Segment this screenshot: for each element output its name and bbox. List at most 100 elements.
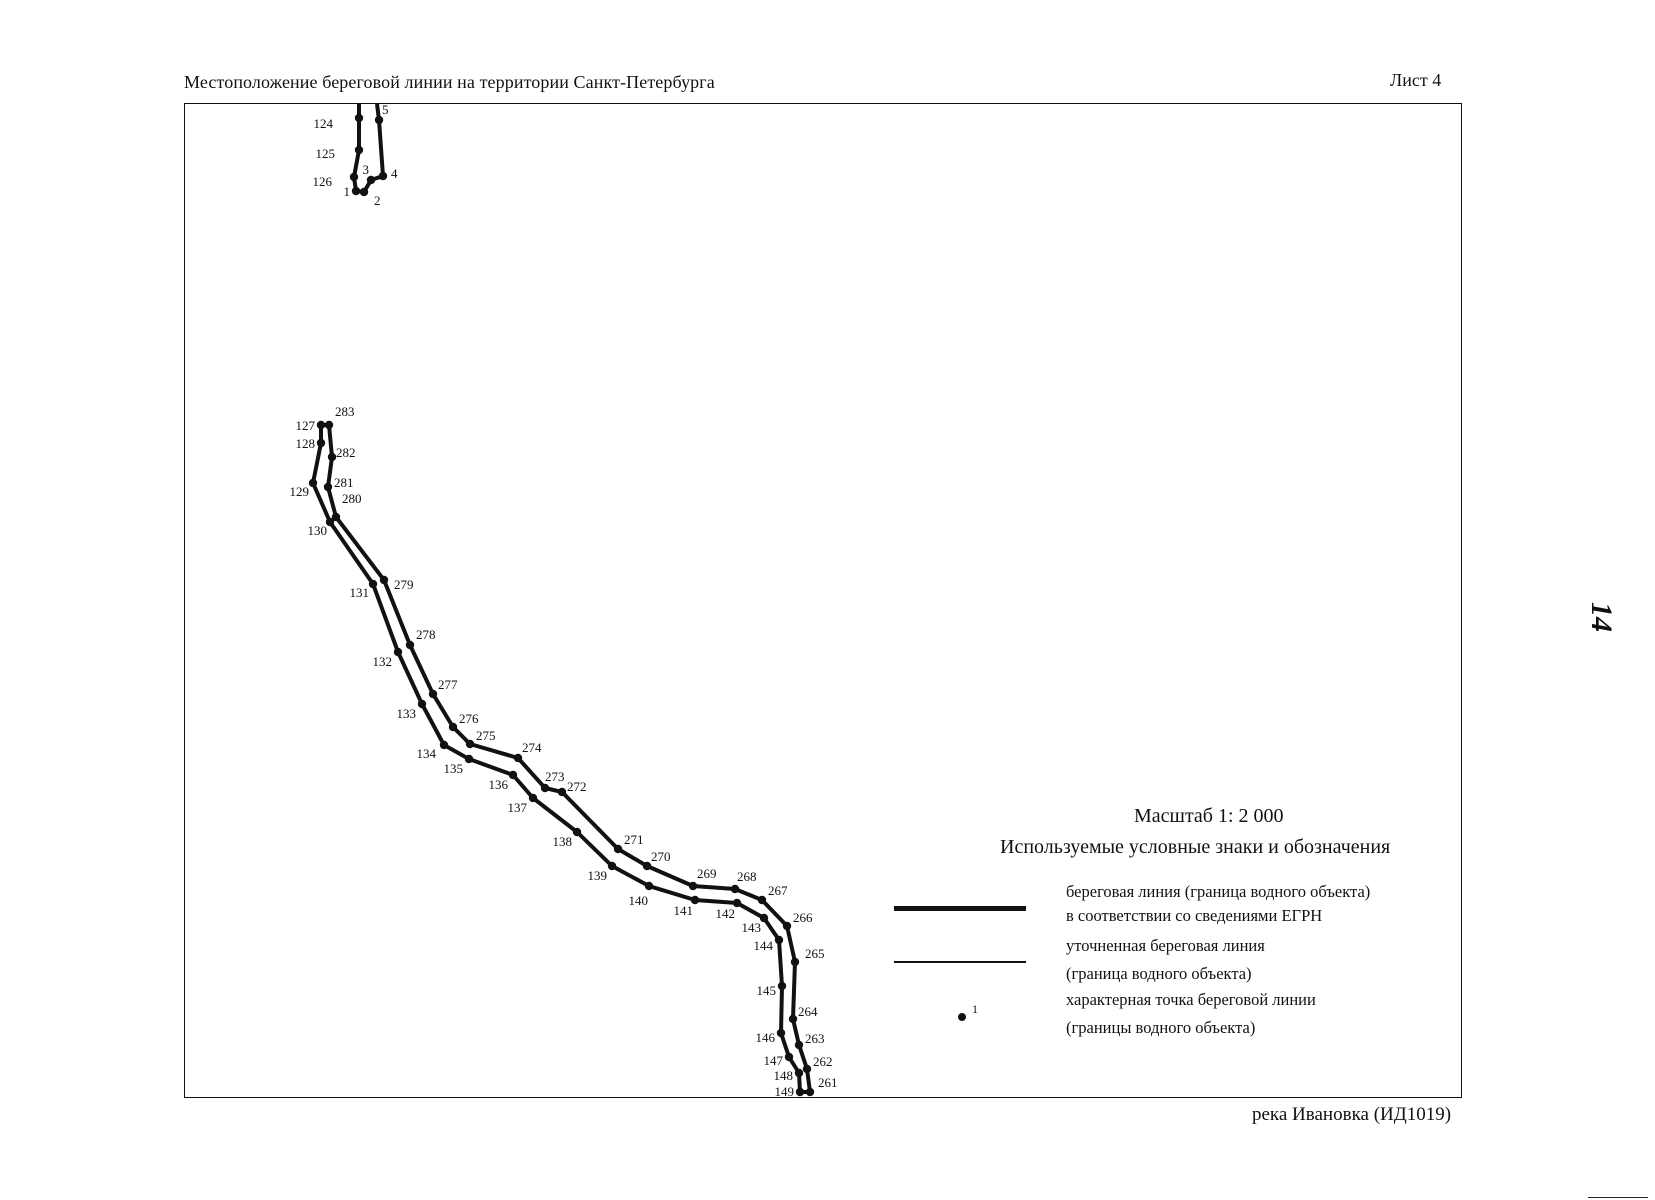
shoreline-point <box>759 913 769 923</box>
point-label: 146 <box>756 1030 776 1045</box>
point-label: 137 <box>508 800 528 815</box>
point-label: 135 <box>444 761 464 776</box>
point-label: 128 <box>296 436 316 451</box>
point-label: 140 <box>629 893 649 908</box>
point-label: 136 <box>489 777 509 792</box>
shoreline-point <box>644 881 654 891</box>
sheet-number: Лист 4 <box>1390 70 1442 90</box>
point-label: 280 <box>342 491 362 506</box>
shoreline-point <box>774 935 784 945</box>
point-label: 126 <box>313 174 333 189</box>
shoreline-point <box>508 770 518 780</box>
shoreline-point <box>366 175 376 185</box>
shoreline-point <box>690 895 700 905</box>
point-label: 131 <box>350 585 370 600</box>
point-label: 132 <box>373 654 393 669</box>
point-label: 276 <box>459 711 479 726</box>
legend-point-symbol <box>958 1013 966 1021</box>
legend-point-label: 1 <box>972 1002 978 1016</box>
point-label: 261 <box>818 1075 838 1090</box>
point-label: 139 <box>588 868 608 883</box>
point-label: 4 <box>391 166 398 181</box>
shoreline-point <box>439 740 449 750</box>
shoreline-point <box>802 1064 812 1074</box>
point-label: 143 <box>742 920 762 935</box>
legend-egrn-line-symbol <box>894 906 1026 911</box>
shoreline-point <box>464 754 474 764</box>
point-label: 275 <box>476 728 496 743</box>
point-label: 277 <box>438 677 458 692</box>
shoreline-point <box>327 452 337 462</box>
point-label: 265 <box>805 946 825 961</box>
legend-item-3-line1: характерная точка береговой линии <box>1066 990 1316 1009</box>
point-label: 144 <box>754 938 774 953</box>
point-label: 142 <box>716 906 736 921</box>
point-label: 263 <box>805 1031 825 1046</box>
point-label: 130 <box>308 523 328 538</box>
point-label: 133 <box>397 706 417 721</box>
shoreline-point <box>642 861 652 871</box>
point-label: 124 <box>314 116 334 131</box>
shoreline-point <box>732 898 742 908</box>
point-label: 149 <box>775 1084 795 1099</box>
shoreline-point <box>359 187 369 197</box>
legend-point-text: характерная точка береговой линии (грани… <box>1066 986 1316 1042</box>
shoreline-point <box>368 579 378 589</box>
point-label: 267 <box>768 883 788 898</box>
point-label: 145 <box>757 983 777 998</box>
legend-title: Используемые условные знаки и обозначени… <box>1000 836 1391 858</box>
legend-item-2-line1: уточненная береговая линия <box>1066 936 1265 955</box>
legend-egrn-line-text: береговая линия (граница водного объекта… <box>1066 880 1370 928</box>
shoreline-point <box>607 861 617 871</box>
point-label: 148 <box>774 1068 794 1083</box>
point-label: 281 <box>334 475 354 490</box>
shoreline-point <box>378 171 388 181</box>
shoreline-point <box>513 753 523 763</box>
shoreline-point <box>316 438 326 448</box>
shoreline-point <box>379 575 389 585</box>
point-label: 125 <box>316 146 336 161</box>
shoreline-point <box>324 420 334 430</box>
shoreline-lines <box>311 103 812 1094</box>
shoreline-point <box>528 793 538 803</box>
point-label: 127 <box>296 418 316 433</box>
point-label: 274 <box>522 740 542 755</box>
point-label: 262 <box>813 1054 833 1069</box>
point-label: 264 <box>798 1004 818 1019</box>
page-title: Местоположение береговой линии на террит… <box>184 72 715 92</box>
shoreline-point <box>794 1040 804 1050</box>
shoreline-point <box>417 699 427 709</box>
shoreline-point <box>794 1068 804 1078</box>
point-label: 266 <box>793 910 813 925</box>
shoreline-point <box>784 1052 794 1062</box>
map-frame <box>184 103 1462 1098</box>
shoreline-point <box>405 640 415 650</box>
shoreline-point <box>782 921 792 931</box>
point-label: 271 <box>624 832 644 847</box>
point-label: 282 <box>336 445 356 460</box>
shoreline-point <box>805 1087 815 1097</box>
shoreline-left-bank <box>311 425 802 1093</box>
shoreline-point <box>465 739 475 749</box>
shoreline-point <box>323 482 333 492</box>
shoreline-point <box>351 186 361 196</box>
point-label: 134 <box>417 746 437 761</box>
shoreline-point <box>730 884 740 894</box>
legend-refined-line-symbol <box>894 961 1026 963</box>
shoreline-point <box>325 517 335 527</box>
legend-item-3-line2: (границы водного объекта) <box>1066 1018 1256 1037</box>
point-label: 5 <box>382 102 389 117</box>
shoreline-point <box>788 1014 798 1024</box>
point-label: 279 <box>394 577 414 592</box>
shoreline-right-bank <box>326 424 812 1093</box>
point-label: 269 <box>697 866 717 881</box>
river-caption: река Ивановка (ИД1019) <box>1252 1104 1452 1125</box>
shoreline-point <box>777 981 787 991</box>
point-label: 2 <box>374 193 381 208</box>
shoreline-point <box>540 783 550 793</box>
point-label: 147 <box>764 1053 784 1068</box>
point-label: 268 <box>737 869 757 884</box>
shoreline-point <box>349 172 359 182</box>
